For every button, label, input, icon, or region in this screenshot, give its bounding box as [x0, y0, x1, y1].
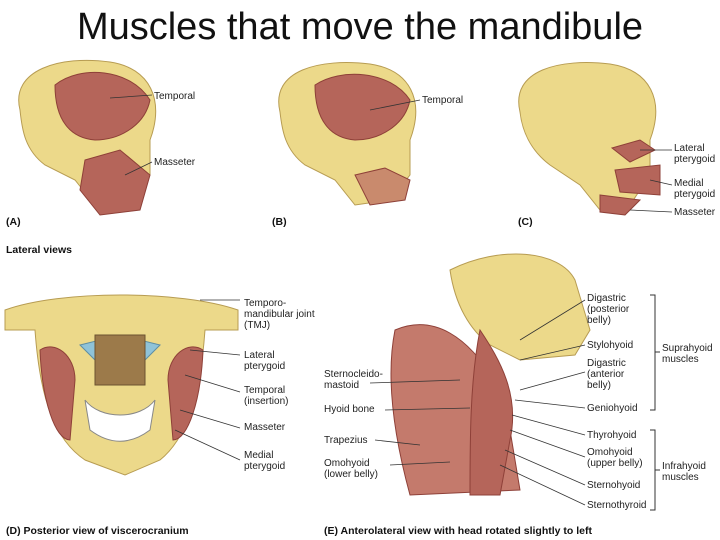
- posterior-viscerocranium-d: [4, 294, 241, 476]
- label-sternocleidomastoid-e: Sternocleido-mastoid: [324, 369, 383, 391]
- label-hyoid-bone-e: Hyoid bone: [324, 404, 375, 415]
- label-lateral-pterygoid-d: Lateral pterygoid: [244, 350, 286, 372]
- masseter-muscle-a: [79, 149, 151, 216]
- tag-b: (B): [272, 216, 287, 228]
- infrahyoid-bracket: [650, 429, 660, 511]
- label-omohyoid-lower-e: Omohyoid (lower belly): [324, 458, 378, 480]
- anterolateral-neck-e: [369, 253, 591, 506]
- label-temporal-insertion-d: Temporal (insertion): [244, 385, 289, 407]
- sternocleidomastoid-e: [469, 328, 514, 496]
- page-title: Muscles that move the mandibule: [76, 6, 644, 48]
- temporal-muscle-a: [54, 72, 151, 141]
- label-thyrohyoid-e: Thyrohyoid: [587, 430, 637, 441]
- label-tmj-d: Temporo-mandibular joint (TMJ): [244, 298, 315, 331]
- masseter-right-d: [167, 346, 204, 441]
- suprahyoid-bracket: [650, 294, 660, 411]
- tag-c: (C): [518, 216, 533, 228]
- label-masseter-c: Masseter: [674, 207, 716, 218]
- label-stylohyoid-e: Stylohyoid: [587, 340, 634, 351]
- label-medial-pterygoid-d: Medial pterygoid: [244, 450, 286, 472]
- skull-lateral-c: [518, 62, 673, 216]
- label-geniohyoid-e: Geniohyoid: [587, 403, 638, 414]
- label-temporal-a: Temporal: [154, 91, 196, 102]
- label-infrahyoid-group: Infrahyoid muscles: [662, 461, 706, 483]
- skull-lateral-b: [278, 62, 421, 206]
- caption-d: (D) Posterior view of viscerocranium: [6, 525, 189, 537]
- tag-a: (A): [6, 216, 21, 228]
- label-sternohyoid-e: Sternohyoid: [587, 480, 641, 491]
- label-masseter-d: Masseter: [244, 422, 286, 433]
- temporal-muscle-b: [314, 73, 411, 141]
- label-temporal-b: Temporal: [422, 95, 464, 106]
- label-lateral-pterygoid-c: Lateral pterygoid: [674, 143, 716, 165]
- label-digastric-posterior-e: Digastric (posterior belly): [587, 293, 630, 326]
- skull-lateral-a: [18, 59, 157, 216]
- masseter-left-d: [39, 346, 76, 441]
- medial-pterygoid-c: [614, 164, 661, 196]
- label-digastric-anterior-e: Digastric (anterior belly): [587, 358, 626, 391]
- caption-e: (E) Anterolateral view with head rotated…: [324, 525, 592, 537]
- label-medial-pterygoid-c: Medial pterygoid: [674, 178, 716, 200]
- label-sternothyroid-e: Sternothyroid: [587, 500, 647, 511]
- label-trapezius-e: Trapezius: [324, 435, 368, 446]
- label-masseter-a: Masseter: [154, 157, 196, 168]
- label-omohyoid-upper-e: Omohyoid (upper belly): [587, 447, 643, 469]
- lateral-views-heading: Lateral views: [6, 244, 72, 256]
- label-suprahyoid-group: Suprahyoid muscles: [662, 343, 713, 365]
